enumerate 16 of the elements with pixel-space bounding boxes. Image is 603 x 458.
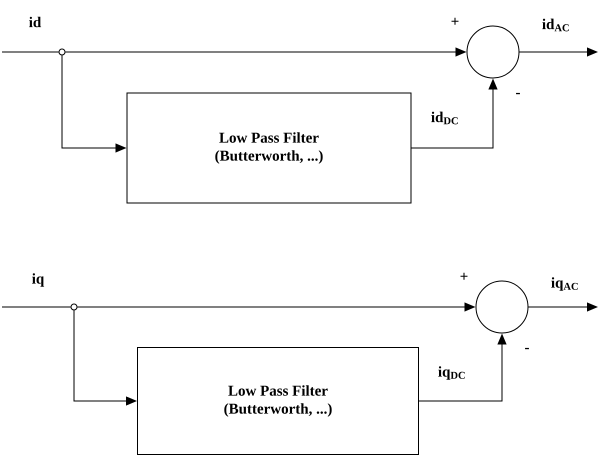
sign-label: - — [516, 92, 520, 94]
branch-point — [70, 304, 78, 310]
summing-junction — [476, 280, 528, 334]
signal-label: id — [28, 16, 42, 28]
signal-label: iq$_{AC}$ — [550, 276, 580, 292]
signal-label: iq$_{DC}$ — [436, 365, 468, 381]
sign-label: + — [452, 18, 458, 25]
sign-label: + — [460, 272, 468, 280]
branch-point — [58, 48, 66, 56]
summing-junction — [466, 26, 520, 78]
filter-block: Low Pass Filter (Butterworth, ...) — [126, 92, 412, 204]
sign-label: - — [525, 348, 529, 350]
signal-label: id$_{DC}$ — [430, 110, 460, 126]
signal-label: iq — [30, 272, 46, 288]
filter-block: Low Pass Filter (Butterworth, ...) — [137, 347, 419, 455]
signal-label: id$_{AC}$ — [540, 18, 572, 32]
